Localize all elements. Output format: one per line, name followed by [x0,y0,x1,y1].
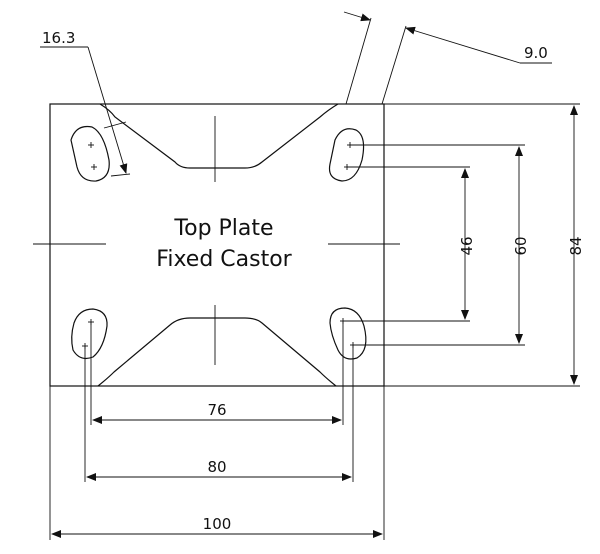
dim-slot-width [40,46,131,177]
title-line-1: Top Plate [173,216,273,241]
dim-46-label: 46 [458,236,476,255]
slot-top-right [328,128,365,182]
dim-vertical [343,103,580,387]
slot-bottom-right [329,307,367,360]
dim-84-label: 84 [567,236,585,255]
center-marks [33,116,400,365]
slot-top-left [70,125,110,182]
dim-100-label: 100 [203,515,232,533]
plate-outline [49,103,385,387]
dim-80-label: 80 [207,458,226,476]
dim-horizontal [49,321,385,540]
dim-slot-width-label: 16.3 [42,29,75,47]
slot-bottom-left [71,308,108,360]
title-line-2: Fixed Castor [156,247,292,272]
plate-profile [97,103,339,387]
dim-76-label: 76 [207,401,226,419]
dim-slot-offset-label: 9.0 [524,44,548,62]
dim-60-label: 60 [512,236,530,255]
dim-slot-offset [343,11,552,105]
